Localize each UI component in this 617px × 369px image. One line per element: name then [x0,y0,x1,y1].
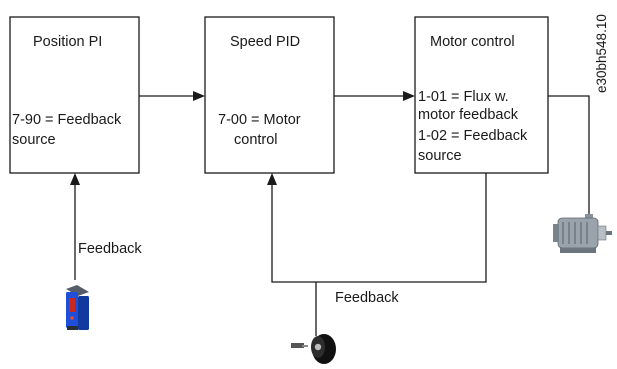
speed-pid-block: Speed PID 7-00 = Motor control [204,16,335,174]
speed-pid-box [204,16,335,174]
position-pi-box [9,16,140,174]
motor-control-param-line2: motor feedback [418,107,519,123]
encoder-icon [291,334,336,364]
sensor-feedback-label: Feedback [78,241,142,257]
motor-control-block: Motor control 1-01 = Flux w. motor feedb… [414,16,549,174]
laser-sensor-icon [66,285,89,330]
motor-control-param-line3: 1-02 = Feedback [418,128,528,144]
position-pi-param-line1: 7-90 = Feedback [12,112,122,128]
motor-control-param-line1: 1-01 = Flux w. [418,89,509,105]
connection-speed-to-motor [334,91,415,101]
speed-pid-param-line2: control [234,132,278,148]
speed-pid-title: Speed PID [230,34,300,50]
motor-control-title: Motor control [430,34,515,50]
speed-pid-param-line1: 7-00 = Motor [218,112,301,128]
encoder-feedback-loop [267,173,487,336]
position-pi-block: Position PI 7-90 = Feedback source [9,16,140,174]
connection-position-to-speed [139,91,205,101]
electric-motor-icon [553,214,612,253]
figure-reference-id: e30bh548.10 [594,14,609,93]
encoder-feedback-label: Feedback [335,290,399,306]
motor-control-box [414,16,549,174]
connection-motor-output [548,95,590,215]
sensor-feedback-line [70,173,80,280]
motor-control-param-line4: source [418,148,462,164]
position-pi-title: Position PI [33,34,102,50]
position-pi-param-line2: source [12,132,56,148]
